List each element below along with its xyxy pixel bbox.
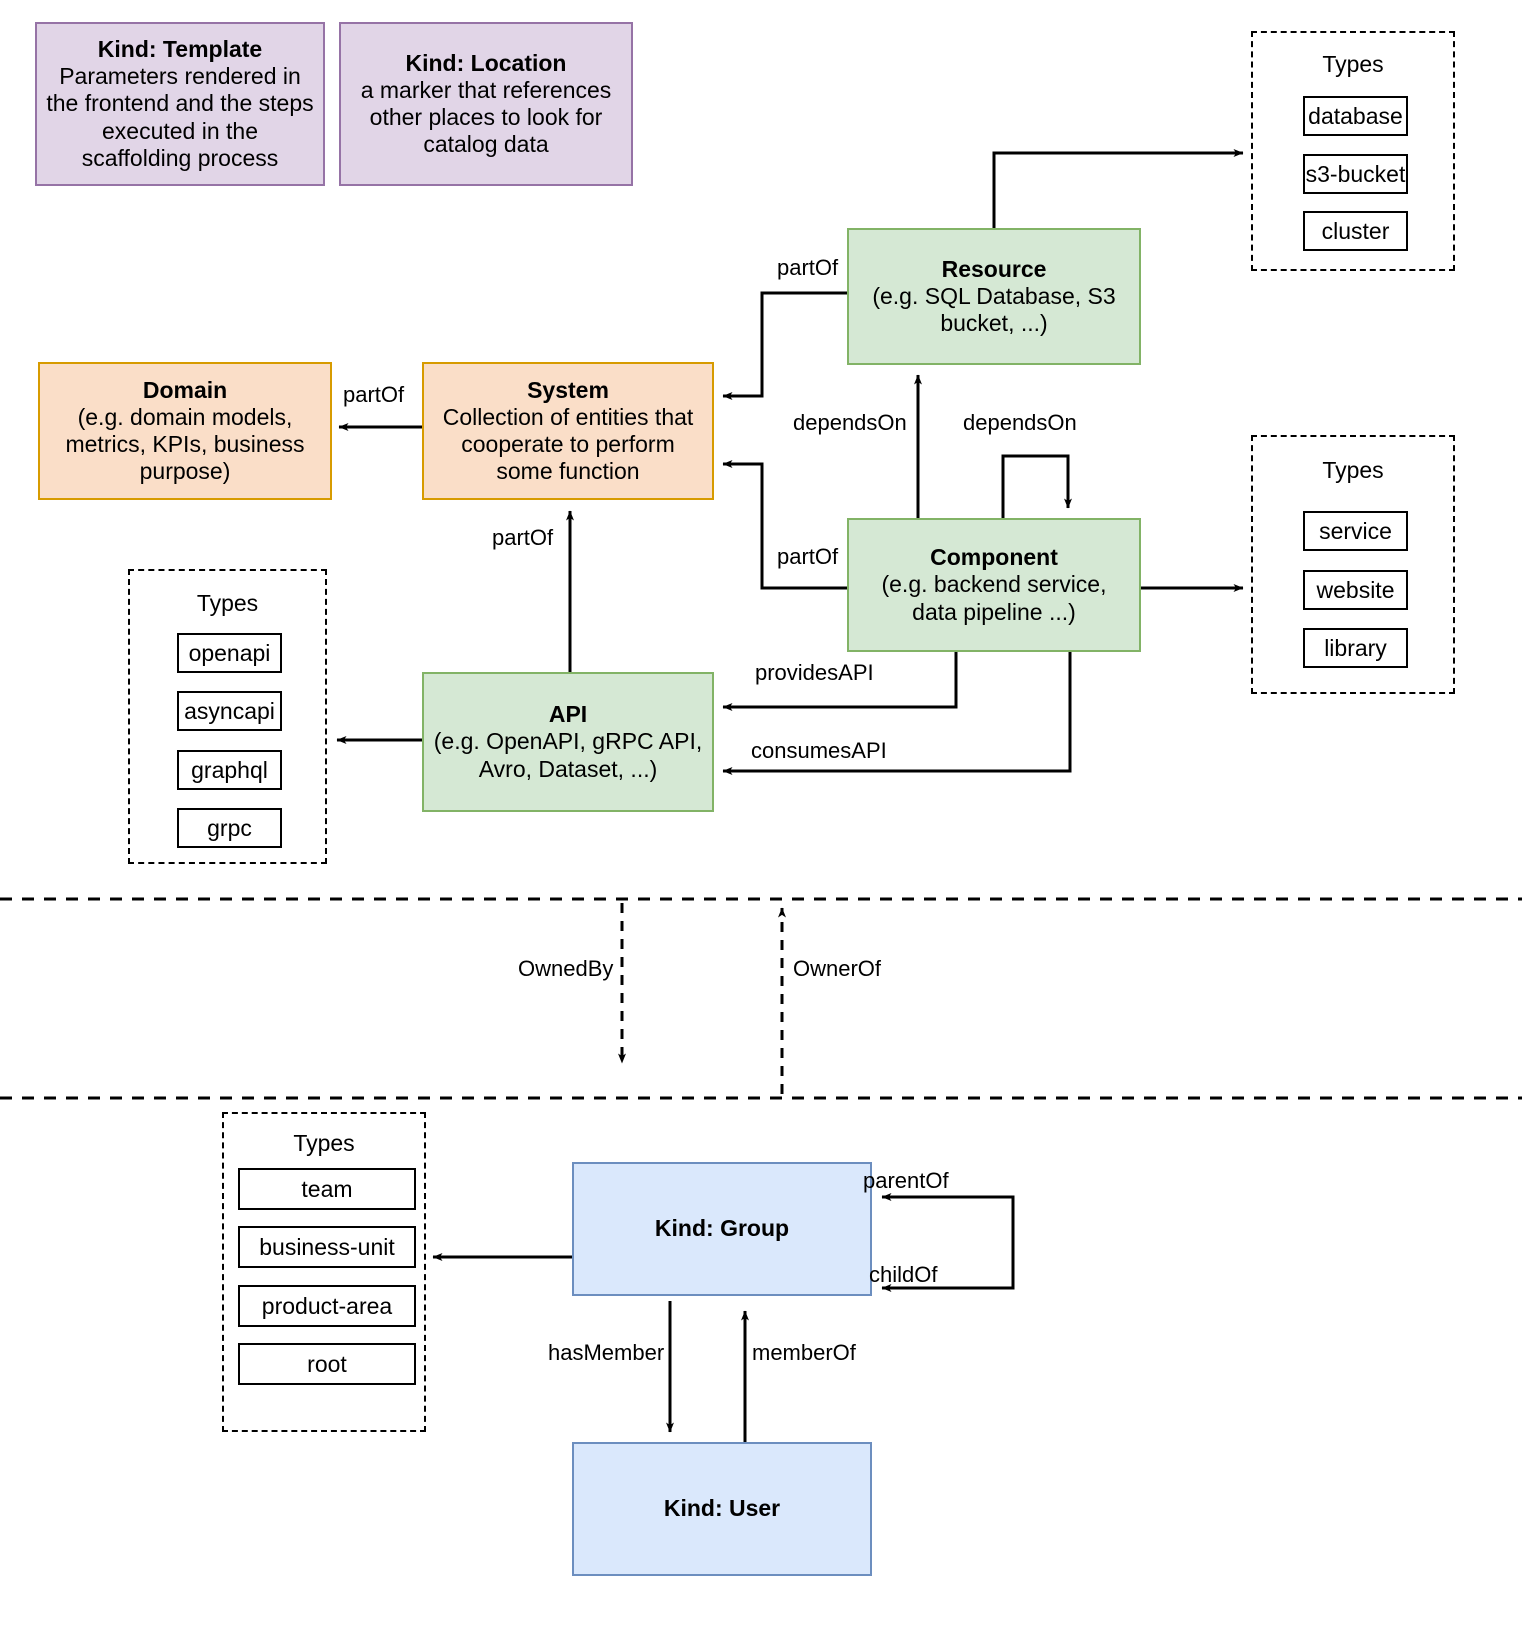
type-chip-cluster[interactable]: cluster [1303, 211, 1408, 251]
type-chip-openapi[interactable]: openapi [177, 633, 282, 673]
node-title: Kind: Template [97, 36, 263, 63]
types-label: Types [196, 590, 259, 616]
node-desc: a marker that references other places to… [360, 76, 612, 158]
node-title: Component [930, 544, 1058, 571]
edge-label-component-dependson-resource: dependsOn [793, 410, 907, 435]
types-group-component: Types service website library [1251, 435, 1455, 694]
edge-resource-partof-system [722, 291, 847, 400]
type-chip-service[interactable]: service [1303, 511, 1408, 551]
type-chip-s3-bucket[interactable]: s3-bucket [1303, 154, 1408, 194]
type-chip-team[interactable]: team [238, 1168, 416, 1210]
type-chip-database[interactable]: database [1303, 96, 1408, 136]
node-kind-user[interactable]: Kind: User [572, 1442, 872, 1576]
edge-label-system-partof: partOf [343, 382, 405, 407]
edge-resource-to-types [992, 149, 1244, 228]
type-chip-graphql[interactable]: graphql [177, 750, 282, 790]
edge-label-consumesapi: consumesAPI [751, 738, 887, 763]
edge-label-ownerof: OwnerOf [793, 956, 882, 981]
types-label: Types [293, 1130, 355, 1156]
node-title: Kind: User [663, 1495, 781, 1522]
edge-label-memberof: memberOf [752, 1340, 856, 1365]
edge-label-childof: childOf [869, 1262, 938, 1287]
node-title: API [548, 701, 588, 728]
node-desc: (e.g. backend service, data pipeline ...… [881, 571, 1107, 625]
types-group-api: Types openapi asyncapi graphql grpc [128, 569, 327, 864]
type-chip-root[interactable]: root [238, 1343, 416, 1385]
node-desc: Parameters rendered in the frontend and … [46, 63, 314, 171]
type-chip-business-unit[interactable]: business-unit [238, 1226, 416, 1268]
types-label: Types [1322, 457, 1384, 483]
edge-label-api-partof: partOf [492, 525, 554, 550]
edge-label-providesapi: providesAPI [755, 660, 874, 685]
node-kind-template[interactable]: Kind: Template Parameters rendered in th… [35, 22, 325, 186]
type-chip-asyncapi[interactable]: asyncapi [177, 691, 282, 731]
edge-label-ownedby: OwnedBy [518, 956, 614, 981]
node-title: Kind: Group [654, 1215, 790, 1242]
edge-label-component-dependson-component: dependsOn [963, 410, 1077, 435]
node-resource[interactable]: Resource (e.g. SQL Database, S3 bucket, … [847, 228, 1141, 365]
type-chip-grpc[interactable]: grpc [177, 808, 282, 848]
node-title: Domain [142, 376, 228, 403]
edge-label-hasmember: hasMember [548, 1340, 665, 1365]
edge-label-component-partof: partOf [777, 544, 839, 569]
node-kind-group[interactable]: Kind: Group [572, 1162, 872, 1296]
node-kind-location[interactable]: Kind: Location a marker that references … [339, 22, 633, 186]
edge-component-dependson-component [1001, 454, 1072, 518]
node-title: Kind: Location [405, 49, 567, 76]
types-label: Types [1322, 51, 1384, 77]
node-desc: (e.g. OpenAPI, gRPC API, Avro, Dataset, … [433, 728, 703, 782]
node-desc: Collection of entities that cooperate to… [442, 403, 694, 485]
types-group-group: Types team business-unit product-area ro… [222, 1112, 426, 1432]
node-domain[interactable]: Domain (e.g. domain models, metrics, KPI… [38, 362, 332, 500]
node-component[interactable]: Component (e.g. backend service, data pi… [847, 518, 1141, 652]
type-chip-website[interactable]: website [1303, 570, 1408, 610]
node-title: System [527, 376, 609, 403]
node-api[interactable]: API (e.g. OpenAPI, gRPC API, Avro, Datas… [422, 672, 714, 812]
types-group-resource: Types database s3-bucket cluster [1251, 31, 1455, 271]
node-desc: (e.g. domain models, metrics, KPIs, busi… [65, 403, 305, 485]
type-chip-library[interactable]: library [1303, 628, 1408, 668]
edge-label-parentof: parentOf [863, 1168, 949, 1193]
node-desc: (e.g. SQL Database, S3 bucket, ...) [872, 282, 1116, 337]
node-title: Resource [941, 255, 1047, 282]
node-system[interactable]: System Collection of entities that coope… [422, 362, 714, 500]
edge-label-resource-partof: partOf [777, 255, 839, 280]
type-chip-product-area[interactable]: product-area [238, 1285, 416, 1327]
